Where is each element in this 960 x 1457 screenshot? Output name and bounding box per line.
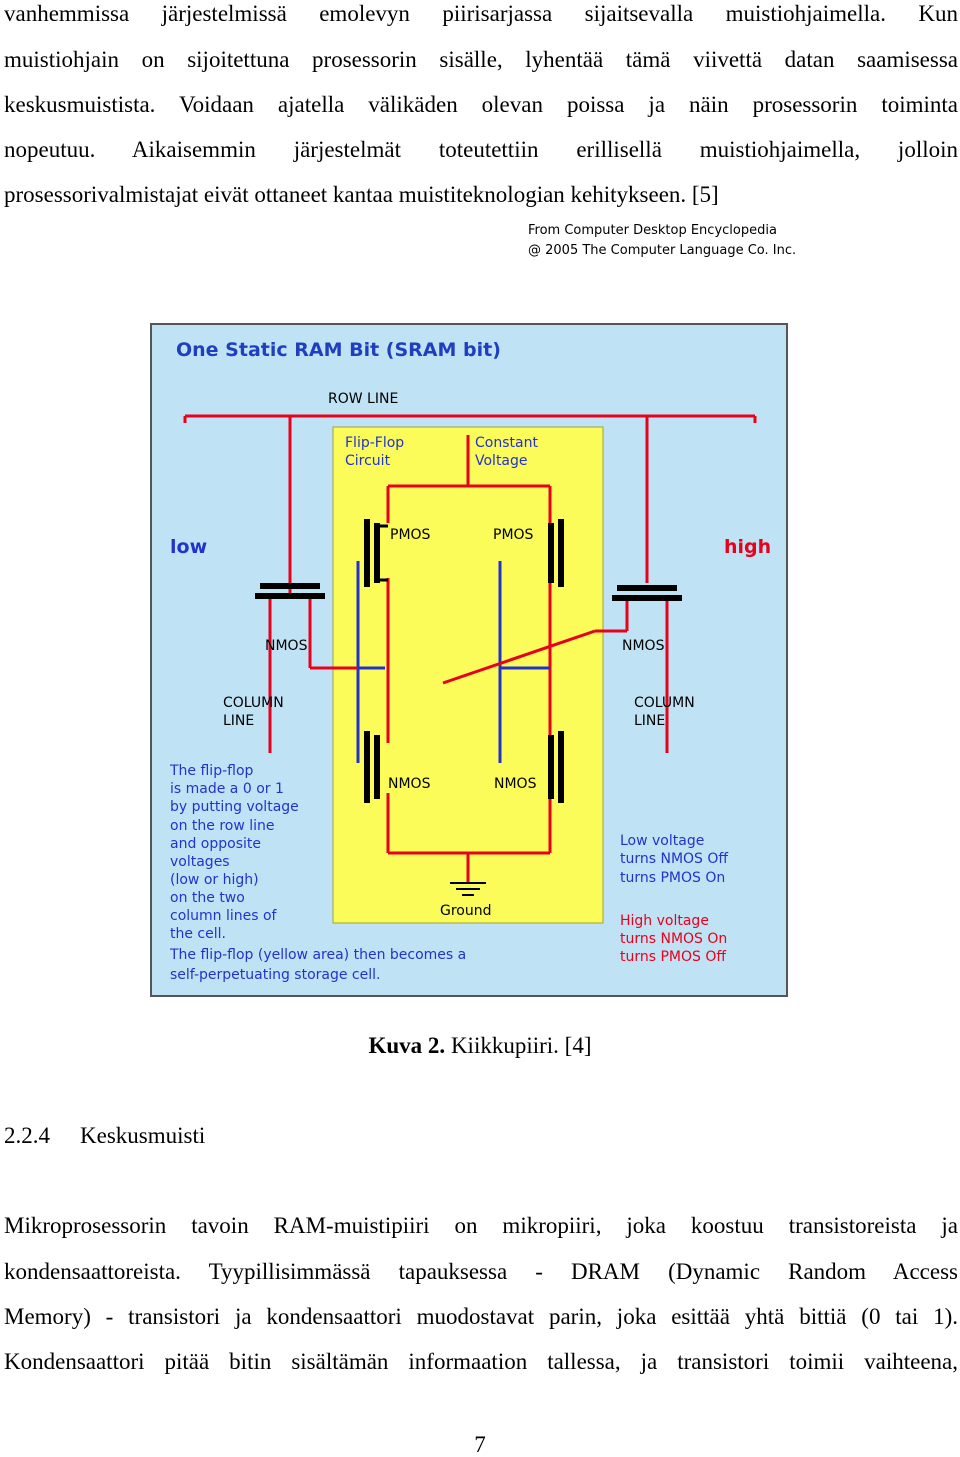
flipflop-label: Flip-Flop xyxy=(345,435,404,451)
note-line: Low voltage xyxy=(620,833,704,849)
figure-credit-line: From Computer Desktop Encyclopedia xyxy=(528,223,777,238)
sram-bit-figure: One Static RAM Bit (SRAM bit) ROW LINE F… xyxy=(150,323,788,997)
note-line: The flip-flop xyxy=(169,763,254,779)
note-line: voltages xyxy=(170,854,230,870)
paragraph-line: kondensaattoreista. Tyypillisimmässä tap… xyxy=(4,1259,958,1284)
section-number: 2.2.4 xyxy=(4,1123,50,1148)
note-line: by putting voltage xyxy=(170,799,299,815)
figure-credit-line: @ 2005 The Computer Language Co. Inc. xyxy=(528,243,797,258)
note-line: column lines of xyxy=(170,908,278,924)
nmos-right-bottom-label: NMOS xyxy=(494,776,537,792)
pmos-right-transistor xyxy=(548,519,564,587)
paragraph-line: prosessorivalmistajat eivät ottaneet kan… xyxy=(4,182,719,207)
nmos-left-bottom-transistor xyxy=(364,731,380,803)
note-line: turns NMOS On xyxy=(620,931,727,947)
paragraph-line: Mikroprosessorin tavoin RAM-muistipiiri … xyxy=(4,1213,958,1238)
figure-title: One Static RAM Bit (SRAM bit) xyxy=(176,339,501,361)
row-line-label: ROW LINE xyxy=(328,391,398,407)
caption-label: Kuva 2. xyxy=(368,1033,446,1058)
paragraph-line: Memory) - transistori ja kondensaattori … xyxy=(4,1304,958,1329)
note-line: The flip-flop (yellow area) then becomes… xyxy=(169,947,466,963)
pmos-right-label: PMOS xyxy=(493,527,534,543)
low-label: low xyxy=(170,536,207,558)
figure-caption: Kuva 2. Kiikkupiiri. [4] xyxy=(0,1034,960,1057)
flipflop-label: Circuit xyxy=(345,453,391,469)
nmos-left-access-label: NMOS xyxy=(265,638,308,654)
nmos-left-access-transistor xyxy=(255,583,325,599)
note-line: (low or high) xyxy=(170,872,259,888)
note-line: turns NMOS Off xyxy=(620,851,728,867)
high-label: high xyxy=(724,536,771,558)
column-right-label: COLUMN xyxy=(634,695,695,711)
note-line: on the two xyxy=(170,890,245,906)
nmos-right-access-label: NMOS xyxy=(622,638,665,654)
paragraph-line: keskusmuistista. Voidaan ajatella välikä… xyxy=(4,92,958,117)
pmos-left-transistor xyxy=(364,519,388,587)
nmos-right-access-transistor xyxy=(612,585,682,601)
pmos-left-label: PMOS xyxy=(390,527,431,543)
ground-label: Ground xyxy=(440,903,492,919)
note-line: High voltage xyxy=(620,913,709,929)
note-line: turns PMOS Off xyxy=(620,949,726,965)
note-line: turns PMOS On xyxy=(620,870,725,886)
section-heading: 2.2.4 Keskusmuisti xyxy=(4,1124,205,1147)
high-voltage-note: High voltage turns NMOS On turns PMOS Of… xyxy=(620,913,727,965)
constant-voltage-label: Voltage xyxy=(475,453,528,469)
nmos-right-bottom-transistor xyxy=(548,731,564,803)
ground-icon xyxy=(450,882,486,896)
section-title: Keskusmuisti xyxy=(80,1123,206,1148)
cross-couple-wire xyxy=(442,629,596,685)
column-left-label: COLUMN xyxy=(223,695,284,711)
column-left-label: LINE xyxy=(223,713,254,729)
note-line: on the row line xyxy=(170,818,275,834)
note-line: the cell. xyxy=(170,926,226,942)
paragraph-line: vanhemmissa järjestelmissä emolevyn piir… xyxy=(4,1,958,26)
left-note: The flip-flop is made a 0 or 1 by puttin… xyxy=(169,763,466,983)
page-number: 7 xyxy=(474,1432,486,1457)
note-line: is made a 0 or 1 xyxy=(170,781,284,797)
note-line: self-perpetuating storage cell. xyxy=(170,967,380,983)
note-line: and opposite xyxy=(170,836,261,852)
paragraph-line: nopeutuu. Aikaisemmin järjestelmät toteu… xyxy=(4,137,958,162)
column-right-label: LINE xyxy=(634,713,665,729)
paragraph-line: Kondensaattori pitää bitin sisältämän in… xyxy=(4,1349,958,1374)
paragraph-line: muistiohjain on sijoitettuna prosessorin… xyxy=(4,47,958,72)
nmos-left-bottom-label: NMOS xyxy=(388,776,431,792)
low-voltage-note: Low voltage turns NMOS Off turns PMOS On xyxy=(620,833,728,886)
constant-voltage-label: Constant xyxy=(475,435,538,451)
caption-text: Kiikkupiiri. [4] xyxy=(445,1033,592,1058)
